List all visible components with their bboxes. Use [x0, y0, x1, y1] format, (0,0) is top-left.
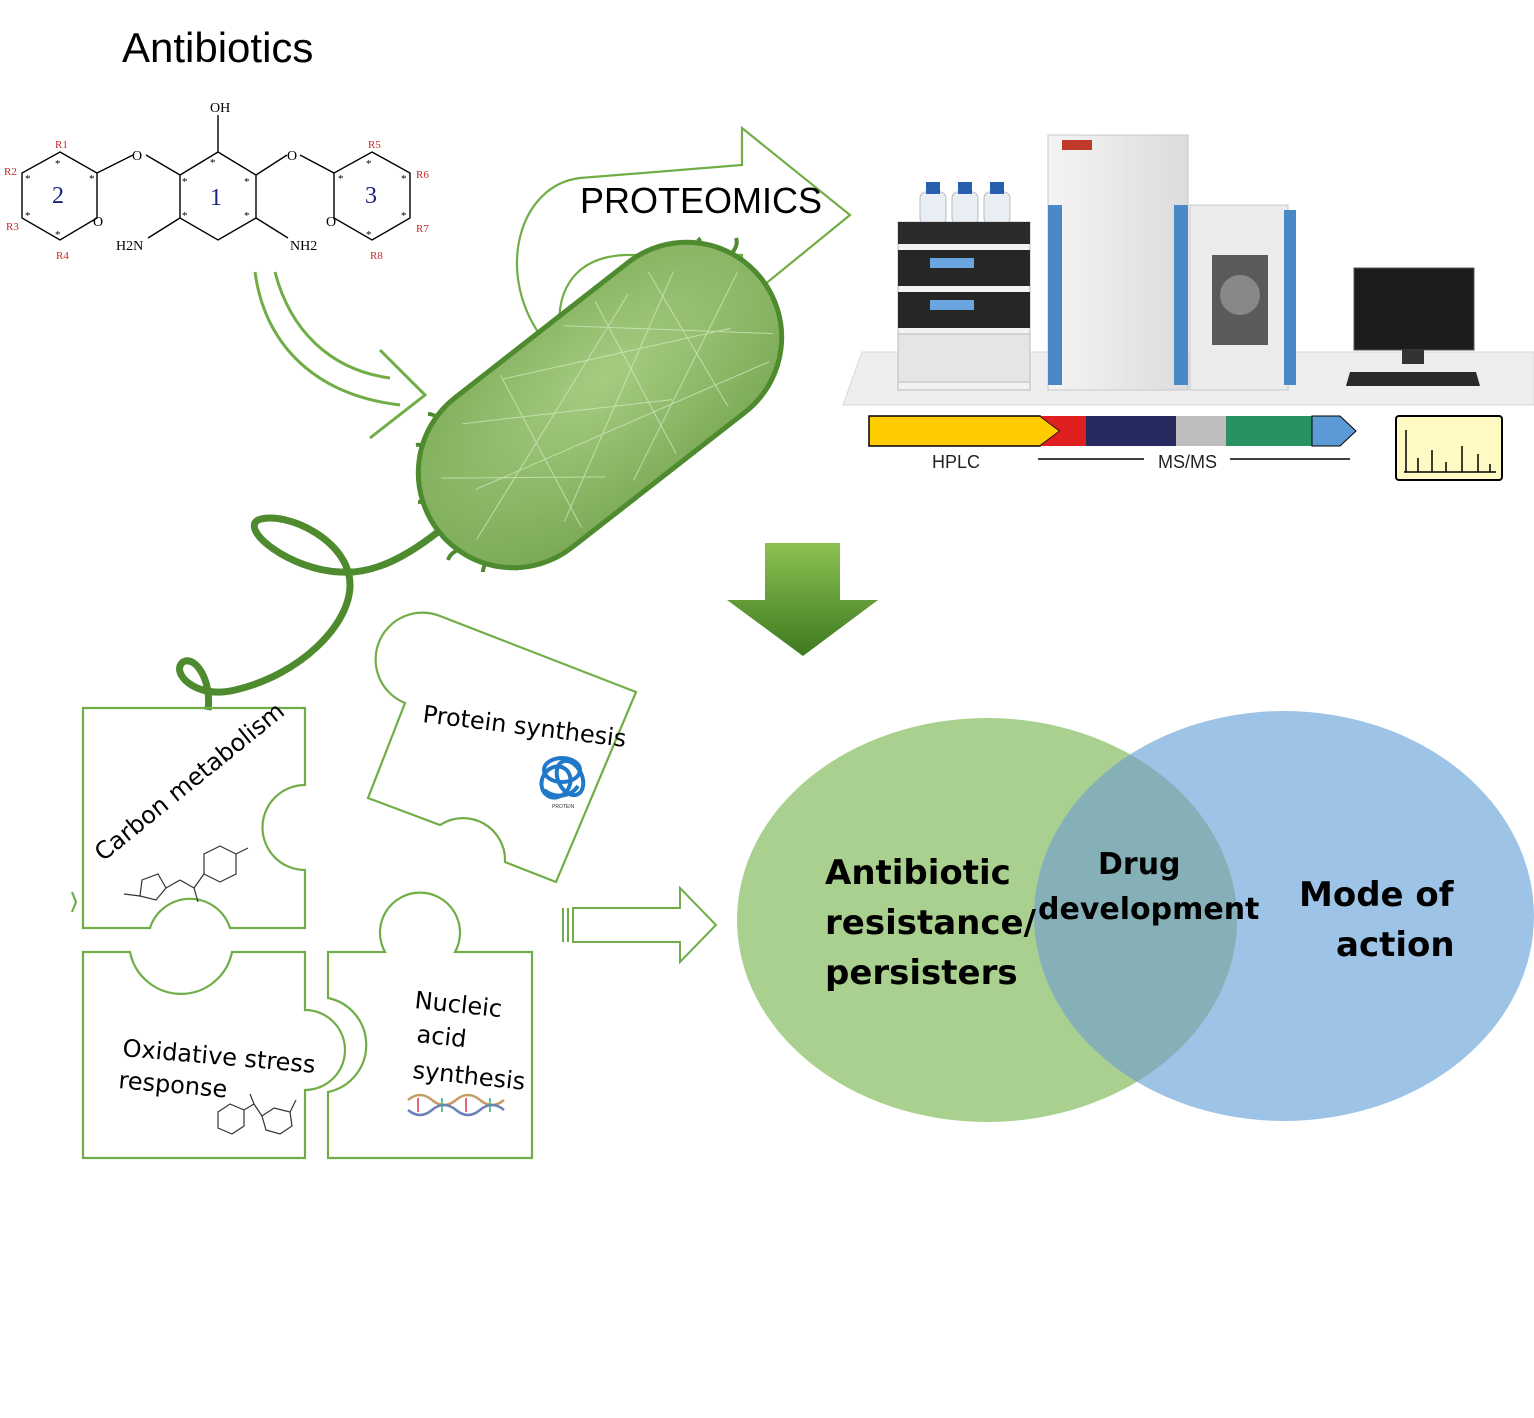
r-group-1: R1 — [55, 139, 68, 151]
proteomics-arrow — [515, 125, 852, 337]
r-group-7: R7 — [416, 223, 429, 235]
r-group-5: R5 — [368, 139, 381, 151]
svg-text:*: * — [55, 229, 61, 241]
hplc-label: HPLC — [932, 452, 980, 472]
svg-text:*: * — [25, 210, 31, 222]
svg-text:*: * — [244, 210, 250, 222]
indirubin-structure-icon — [217, 1093, 297, 1135]
r-group-4: R4 — [56, 250, 69, 262]
r-group-3: R3 — [6, 221, 19, 233]
ms-navy-segment — [1086, 416, 1176, 446]
molecule-labels: OH O O O O H2N NH2 2 1 3 R1 R2 R3 R4 R5 … — [4, 101, 429, 262]
venn-center-line2: development — [1038, 892, 1259, 927]
dna-helix-icon — [407, 1093, 505, 1117]
ms-red-segment — [1040, 416, 1086, 446]
o-label-2: O — [287, 149, 297, 164]
label-carbon-metabolism: Carbon metabolism — [89, 697, 290, 867]
nh2-right-label: NH2 — [290, 239, 317, 254]
svg-text:*: * — [55, 158, 61, 170]
svg-text:*: * — [366, 158, 372, 170]
venn-diagram — [737, 711, 1534, 1122]
ring-number-3: 3 — [365, 183, 377, 209]
svg-text:*: * — [401, 173, 407, 185]
ring-number-2: 2 — [52, 183, 64, 209]
svg-text:*: * — [182, 210, 188, 222]
o-label-1: O — [132, 149, 142, 164]
svg-text:*: * — [244, 176, 250, 188]
r-group-6: R6 — [416, 169, 429, 181]
label-protein-synthesis: Protein synthesis — [421, 700, 628, 753]
puzzle-piece-carbon — [81, 706, 307, 930]
svg-text:*: * — [89, 173, 95, 185]
proteomics-label: PROTEOMICS — [580, 180, 822, 221]
svg-text:*: * — [25, 173, 31, 185]
r-group-8: R8 — [370, 250, 383, 262]
nitrofuran-structure-icon — [123, 845, 249, 903]
puzzle-piece-nucleic — [326, 891, 534, 1160]
hplc-stack — [897, 221, 1031, 391]
hplc-segment — [868, 415, 1062, 447]
svg-text:*: * — [366, 229, 372, 241]
venn-left-line3: persisters — [825, 953, 1018, 993]
ms-gray-segment — [1176, 416, 1226, 446]
puzzle-piece-oxidative — [81, 950, 347, 1160]
label-nucleic-line3: synthesis — [411, 1056, 526, 1096]
mass-spectrometer — [1047, 134, 1296, 391]
protein-structure-icon — [539, 756, 586, 800]
ms-green-segment — [1226, 416, 1312, 446]
r-group-2: R2 — [4, 166, 17, 178]
ms-blue-segment — [1311, 415, 1357, 447]
title: Antibiotics — [122, 24, 313, 71]
nh2-left-label: H2N — [116, 239, 143, 254]
label-oxidative-line2: response — [117, 1066, 228, 1103]
flagellum — [176, 502, 473, 711]
o-label-3: O — [93, 215, 103, 230]
svg-text:*: * — [338, 173, 344, 185]
solvent-bottles — [919, 182, 1011, 225]
svg-text:*: * — [401, 210, 407, 222]
puzzle — [70, 611, 638, 1160]
label-nucleic-line2: acid — [415, 1020, 467, 1053]
spectrum-plot — [1395, 415, 1503, 481]
o-label-4: O — [326, 215, 336, 230]
protein-icon-caption: PROTEIN — [552, 804, 575, 810]
svg-text:*: * — [210, 157, 216, 169]
bacterium-network — [441, 271, 773, 540]
venn-overlap — [1034, 718, 1237, 1121]
workflow-bar: HPLC MS/MS — [868, 415, 1357, 472]
venn-center-line1: Drug — [1098, 847, 1181, 882]
venn-left-line1: Antibiotic — [825, 853, 1011, 893]
oh-label: OH — [210, 101, 230, 116]
lc-ms-instrument: HPLC MS/MS — [842, 134, 1534, 481]
bacterium — [176, 236, 785, 711]
label-nucleic-line1: Nucleic — [413, 986, 503, 1023]
venn-left-line2: resistance/ — [825, 903, 1037, 943]
arrow-to-venn — [562, 885, 718, 965]
msms-label: MS/MS — [1158, 452, 1217, 472]
down-arrow — [727, 543, 878, 656]
venn-right-line1: Mode of — [1299, 875, 1455, 915]
computer — [1346, 267, 1480, 386]
ring-number-1: 1 — [210, 185, 222, 211]
antibiotic-molecule — [21, 115, 411, 241]
puzzle-piece-protein — [366, 611, 638, 884]
svg-text:*: * — [182, 176, 188, 188]
curved-arrow-to-bacterium — [253, 271, 428, 440]
stereo-asterisks: * * * * * * * * * * * * * * * — [25, 157, 407, 241]
venn-right-line2: action — [1336, 925, 1455, 965]
